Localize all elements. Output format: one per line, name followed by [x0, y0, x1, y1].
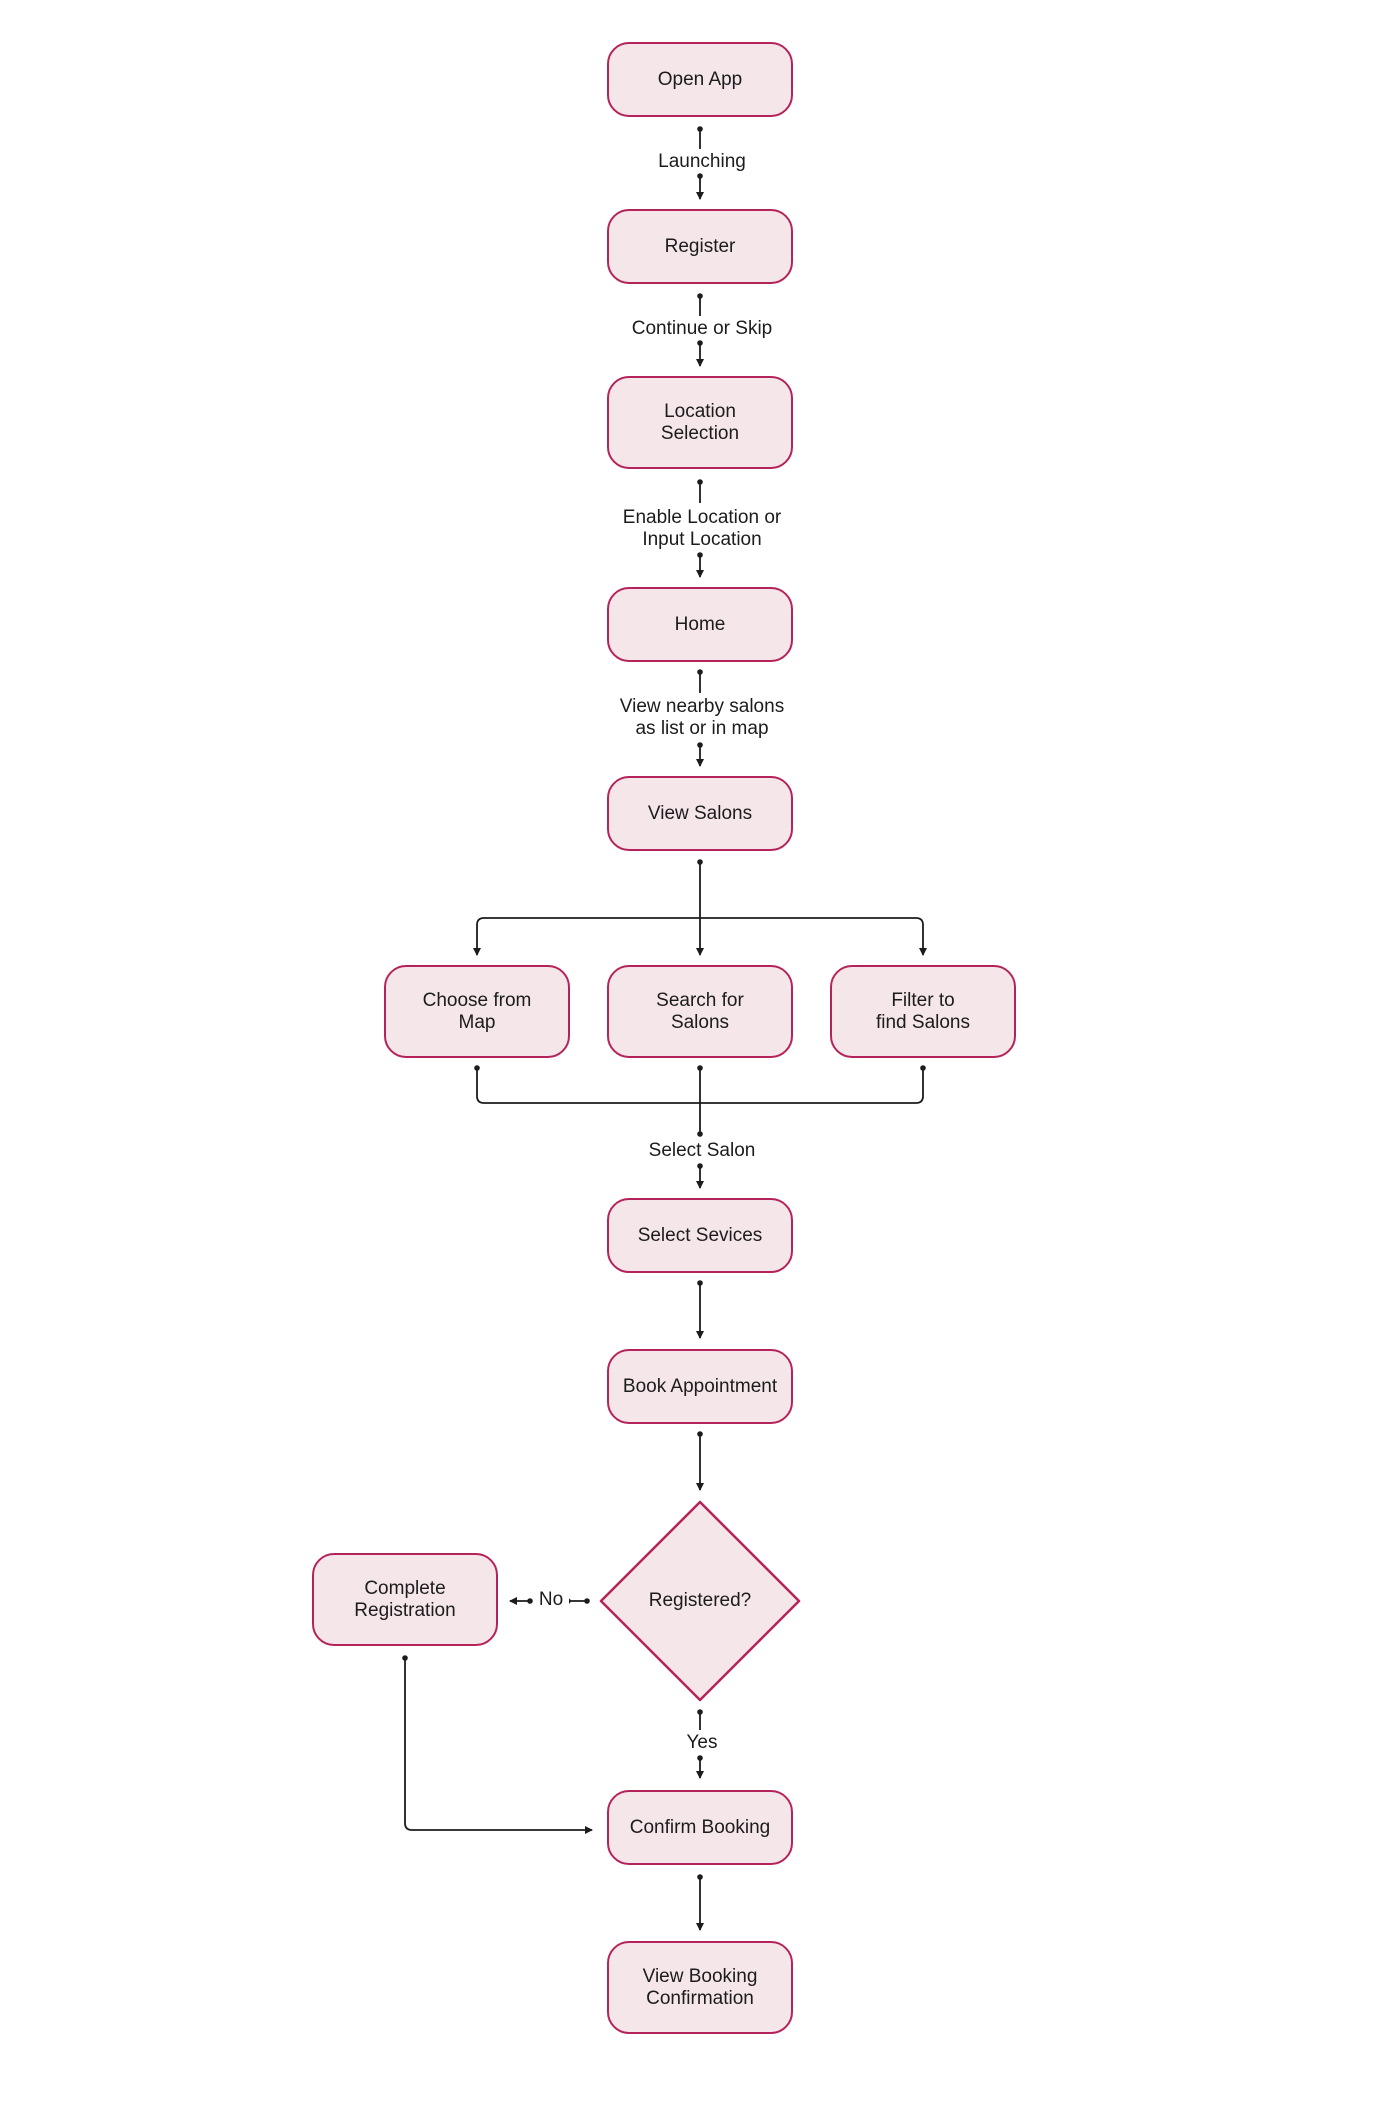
edge-branch-to-filter — [700, 917, 927, 956]
edge-label-select-salon: Select Salon — [620, 1140, 784, 1162]
node-register[interactable]: Register — [607, 209, 793, 284]
edge-label-enable-location: Enable Location or Input Location — [590, 507, 814, 551]
node-location-selection[interactable]: Location Selection — [607, 376, 793, 469]
edge-merge-from-filter — [700, 1068, 924, 1104]
node-view-salons[interactable]: View Salons — [607, 776, 793, 851]
connector-dot — [697, 340, 703, 346]
connector-dot — [697, 859, 703, 865]
edge-label-launching: Launching — [600, 151, 804, 173]
connector-dot — [584, 1598, 590, 1604]
connector-dot — [697, 479, 703, 485]
connector-dot — [697, 1065, 703, 1071]
node-confirm-booking[interactable]: Confirm Booking — [607, 1790, 793, 1865]
edge-label-view-nearby: View nearby salons as list or in map — [590, 696, 814, 740]
connector-dot — [697, 1709, 703, 1715]
edge-complete-to-confirm — [404, 1658, 593, 1834]
node-choose-from-map[interactable]: Choose from Map — [384, 965, 570, 1058]
connector-dot — [697, 669, 703, 675]
edge-branch-to-map — [473, 917, 700, 956]
node-open-app[interactable]: Open App — [607, 42, 793, 117]
connector-dot — [697, 1280, 703, 1286]
connector-dot — [697, 552, 703, 558]
connector-dot — [527, 1598, 533, 1604]
decision-diamond-registered[interactable] — [599, 1500, 801, 1702]
node-complete-registration[interactable]: Complete Registration — [312, 1553, 498, 1646]
edge-label-continue-or-skip: Continue or Skip — [600, 318, 804, 340]
connector-dot — [402, 1655, 408, 1661]
connector-dot — [474, 1065, 480, 1071]
node-search-for-salons[interactable]: Search for Salons — [607, 965, 793, 1058]
connector-dot — [697, 1431, 703, 1437]
edge-label-yes: Yes — [670, 1732, 734, 1754]
connector-dot — [920, 1065, 926, 1071]
node-home[interactable]: Home — [607, 587, 793, 662]
edge-label-no: No — [533, 1589, 569, 1611]
connector-dot — [697, 173, 703, 179]
node-registered-label: Registered? — [648, 1590, 752, 1611]
node-book-appointment[interactable]: Book Appointment — [607, 1349, 793, 1424]
node-view-booking-confirmation[interactable]: View Booking Confirmation — [607, 1941, 793, 2034]
edge-merge-from-map — [476, 1068, 700, 1104]
connector-dot — [697, 1163, 703, 1169]
connector-dot — [697, 126, 703, 132]
connector-dot — [697, 1131, 703, 1137]
node-select-services[interactable]: Select Sevices — [607, 1198, 793, 1273]
connector-dot — [697, 742, 703, 748]
connector-dot — [697, 1874, 703, 1880]
connector-dot — [697, 1755, 703, 1761]
node-filter-salons[interactable]: Filter to find Salons — [830, 965, 1016, 1058]
connector-dot — [697, 293, 703, 299]
